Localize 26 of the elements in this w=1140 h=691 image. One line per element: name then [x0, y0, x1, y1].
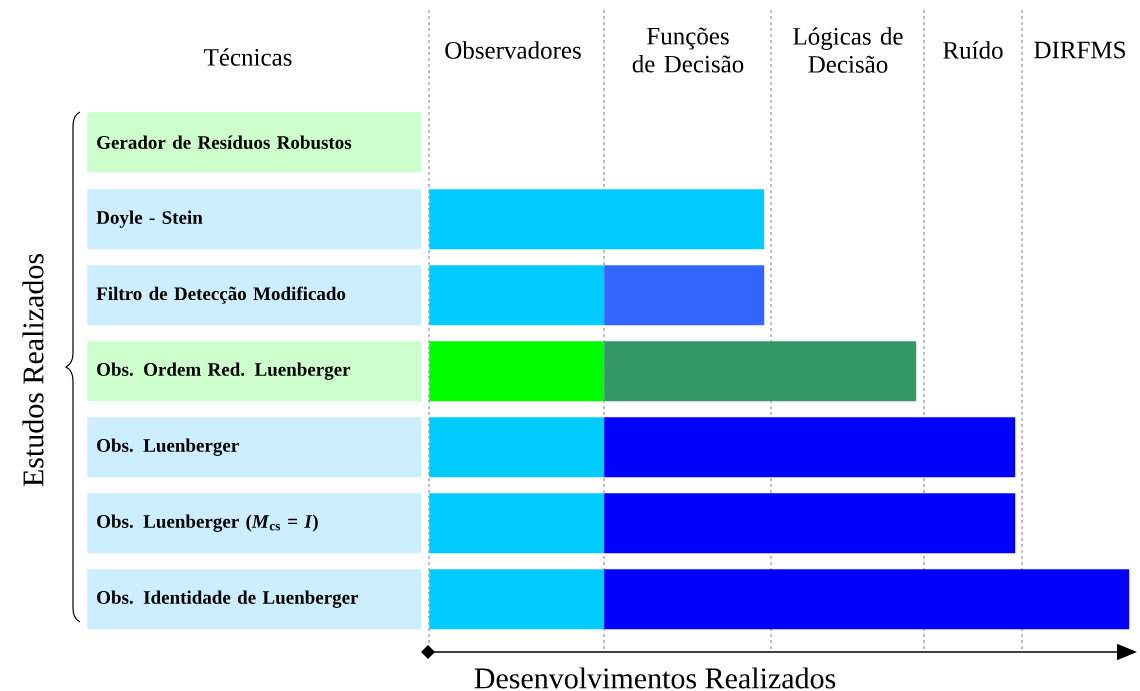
bar [429, 341, 605, 402]
column-heading: Lógicas de Decisão [793, 27, 903, 73]
bar [604, 569, 1130, 630]
bar [604, 417, 1016, 478]
column-heading: DIRFMS [1034, 41, 1125, 59]
row-label-box: Gerador de Resíduos Robustos [87, 112, 422, 173]
row-label-box: Obs. Luenberger (M$_{cs}$ = I) [87, 493, 422, 554]
row-label-box: Obs. Luenberger [87, 417, 422, 478]
bar [429, 569, 605, 630]
row-label-box: Obs. Ordem Red. Luenberger [87, 341, 422, 402]
row-label-box: Obs. Identidade de Luenberger [87, 569, 422, 630]
bar [604, 265, 765, 326]
column-heading: Técnicas [204, 48, 292, 66]
axis-title: Desenvolvimentos Realizados [474, 667, 836, 689]
bar [429, 417, 605, 478]
bar [429, 493, 605, 554]
bar [604, 493, 1016, 554]
bar [429, 265, 605, 326]
axis-title: Estudos Realizados [22, 254, 44, 487]
bar [604, 341, 917, 402]
row-label-box: Filtro de Detecção Modificado [87, 265, 422, 326]
bar [429, 189, 765, 250]
column-heading: Ruído [943, 41, 1003, 59]
column-heading: Funções de Decisão [632, 27, 744, 73]
column-heading: Observadores [445, 41, 581, 59]
row-label-box: Doyle - Stein [87, 189, 422, 250]
